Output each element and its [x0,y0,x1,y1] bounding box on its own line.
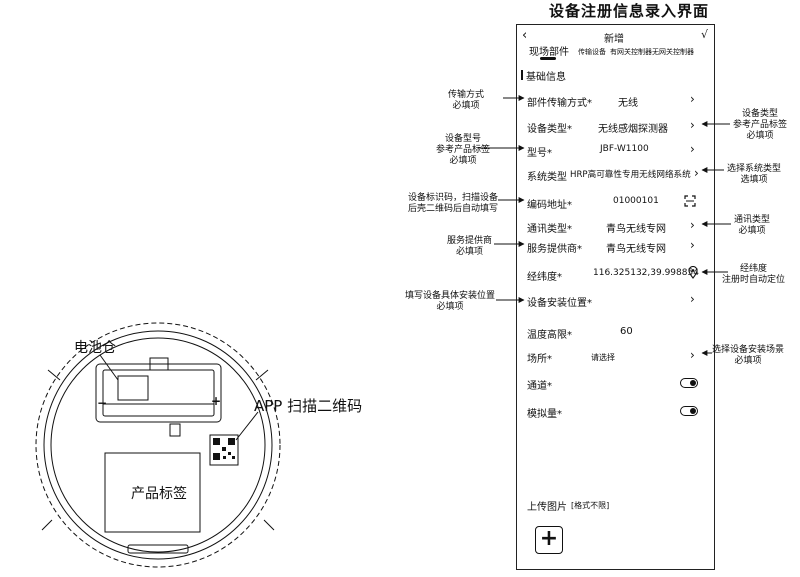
qr-code-icon [209,434,239,466]
chevron-right-icon[interactable]: › [694,166,699,180]
row-label: 设备安装位置* [527,298,592,309]
row-value[interactable]: 01000101 [613,196,659,206]
annotation-device-type: 设备类型参考产品标签必填项 [733,109,788,141]
header-title: 新增 [604,34,624,45]
row-value[interactable]: JBF-W1100 [600,144,649,154]
row-value[interactable]: HRP高可靠性专用无线网络系统 [570,170,691,180]
tab-gateway-controller[interactable]: 有网关控制器 [610,48,652,56]
scan-icon[interactable] [684,195,696,207]
row-label: 场所* [527,354,552,365]
row-label: 设备类型* [527,124,572,135]
detector-housing [35,322,281,568]
row-label: 经纬度* [527,272,562,283]
tab-no-gateway-controller[interactable]: 无网关控制器 [652,48,694,56]
upload-hint: [格式不限] [571,501,610,510]
chevron-right-icon[interactable]: › [690,348,695,362]
upload-label: 上传图片 [527,502,567,513]
row-value[interactable]: 60 [620,326,633,337]
annotation-coordinates: 经纬度注册时自动定位 [722,264,786,285]
add-image-button[interactable]: + [535,526,563,554]
row-label: 通讯类型* [527,224,572,235]
chevron-right-icon[interactable]: › [690,218,695,232]
tab-field-parts[interactable]: 现场部件 [529,47,569,58]
tab-transmission[interactable]: 传输设备 [578,48,606,56]
back-icon[interactable]: ‹ [522,28,528,43]
annotation-location: 填写设备具体安装位置必填项 [405,291,496,312]
section-marker [521,70,523,80]
annotation-transmission: 传输方式必填项 [448,90,485,111]
annotation-venue: 选择设备安装场景必填项 [712,345,785,366]
row-value[interactable]: 请选择 [591,353,615,362]
tab-active-underline [540,57,556,60]
page-title: 设备注册信息录入界面 [549,2,710,20]
product-label-text: 产品标签 [131,486,187,502]
confirm-icon[interactable]: √ [701,28,709,41]
section-title: 基础信息 [526,72,566,83]
row-value[interactable]: 无线 [618,98,638,109]
row-label: 温度高限* [527,330,572,341]
channel-toggle[interactable] [680,378,698,388]
battery-compartment-label: 电池仓 [74,340,116,356]
location-pin-icon[interactable] [688,266,698,279]
row-value[interactable]: 青鸟无线专网 [606,244,666,255]
chevron-right-icon[interactable]: › [690,142,695,156]
analog-toggle[interactable] [680,406,698,416]
chevron-right-icon[interactable]: › [690,292,695,306]
annotation-system-type: 选择系统类型选填项 [727,164,782,185]
annotation-model: 设备型号参考产品标签必填项 [436,134,491,166]
chevron-right-icon[interactable]: › [690,238,695,252]
qr-scan-label: APP 扫描二维码 [254,397,363,415]
chevron-right-icon[interactable]: › [690,92,695,106]
row-label: 通道* [527,381,552,392]
row-value[interactable]: 青鸟无线专网 [606,224,666,235]
row-label: 系统类型 [527,172,567,183]
row-label: 服务提供商* [527,244,582,255]
row-label: 部件传输方式* [527,98,592,109]
battery-plus-sign: + [211,394,222,408]
annotation-provider: 服务提供商必填项 [447,236,493,257]
row-value[interactable]: 无线感烟探测器 [598,124,668,135]
annotation-comm-type: 通讯类型必填项 [734,215,771,236]
row-label: 编码地址* [527,200,572,211]
row-label: 型号* [527,148,552,159]
row-label: 模拟量* [527,409,562,420]
battery-minus-sign: − [97,396,108,410]
annotation-code: 设备标识码，扫描设备后壳二维码后自动填写 [408,193,499,214]
row-value: 116.325132,39.998854 [593,268,699,278]
phone-frame [516,24,715,570]
chevron-right-icon[interactable]: › [690,118,695,132]
